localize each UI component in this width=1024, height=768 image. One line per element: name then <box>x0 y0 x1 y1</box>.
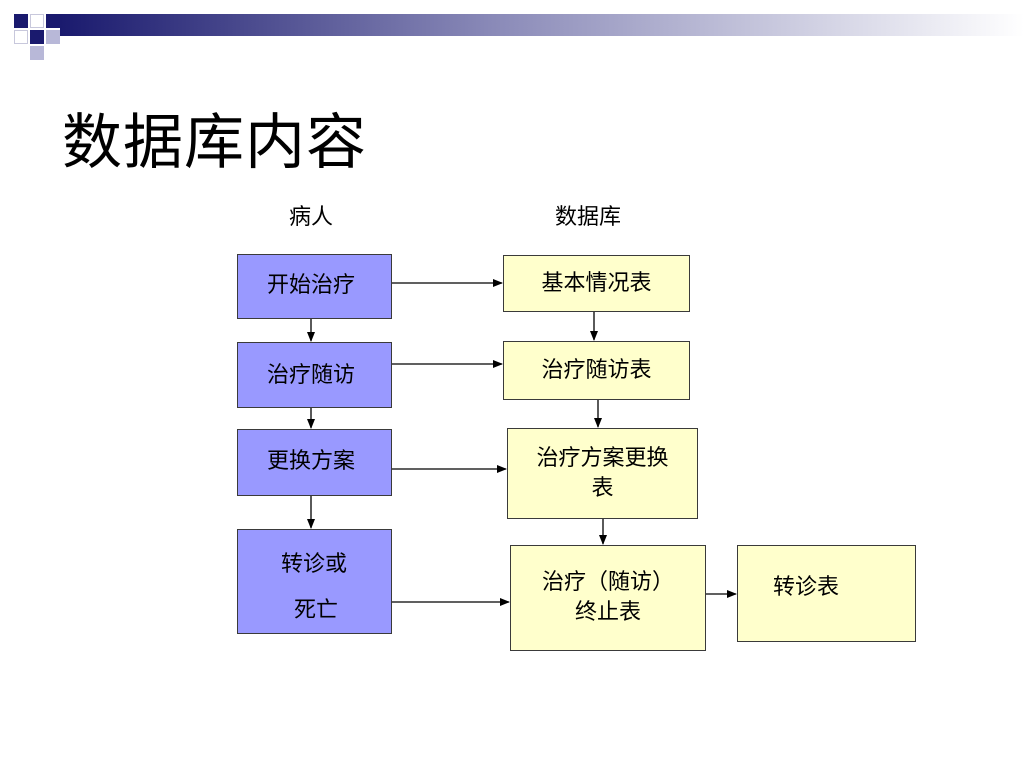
table-termination-label: 治疗（随访）终止表 <box>541 570 674 625</box>
patient-column-header: 病人 <box>289 205 334 230</box>
table-transfer-label: 转诊表 <box>773 575 840 600</box>
corner-square-6 <box>46 30 60 44</box>
corner-square-7 <box>30 46 44 60</box>
corner-square-3 <box>46 14 60 28</box>
step-change-regimen: 更换方案 <box>237 429 392 496</box>
step-change-regimen-label: 更换方案 <box>267 449 356 474</box>
table-termination: 治疗（随访）终止表 <box>510 545 706 651</box>
step-follow-up-label: 治疗随访 <box>267 363 356 388</box>
table-basic-info: 基本情况表 <box>503 255 690 312</box>
table-transfer: 转诊表 <box>737 545 916 642</box>
corner-square-1 <box>14 14 28 28</box>
table-follow-up: 治疗随访表 <box>503 341 690 400</box>
corner-square-2 <box>30 14 44 28</box>
table-basic-info-label: 基本情况表 <box>541 270 652 296</box>
slide-title: 数据库内容 <box>62 108 367 178</box>
database-column-header: 数据库 <box>555 205 622 230</box>
step-transfer-or-death-label-2: 死亡 <box>294 598 339 623</box>
header-gradient-bar <box>60 14 1024 36</box>
step-follow-up: 治疗随访 <box>237 342 392 408</box>
step-start-treatment-label: 开始治疗 <box>267 273 356 298</box>
table-follow-up-label: 治疗随访表 <box>541 357 652 383</box>
step-transfer-or-death: 转诊或 死亡 <box>237 529 392 634</box>
step-start-treatment: 开始治疗 <box>237 254 392 319</box>
corner-square-4 <box>14 30 28 44</box>
step-transfer-or-death-label-1: 转诊或 <box>281 552 348 577</box>
table-regimen-change-label: 治疗方案更换表 <box>536 445 669 501</box>
corner-square-5 <box>30 30 44 44</box>
table-regimen-change: 治疗方案更换表 <box>507 428 698 519</box>
